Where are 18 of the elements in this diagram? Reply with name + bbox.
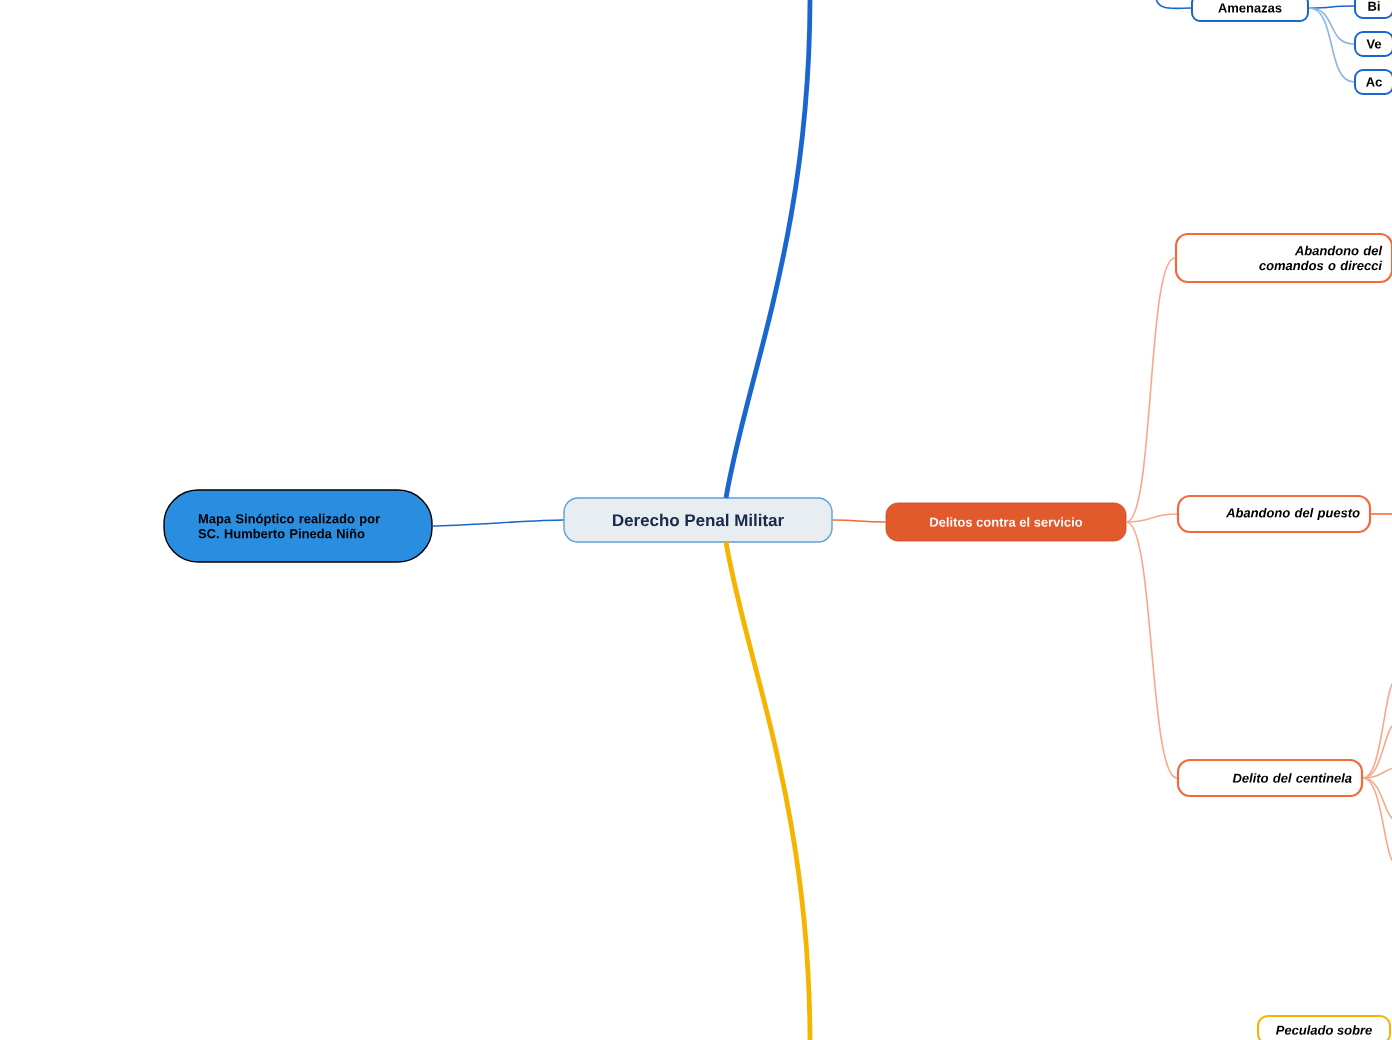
connector-line xyxy=(723,0,813,499)
connector-line xyxy=(431,519,565,527)
connector-line xyxy=(1308,7,1355,45)
connector-line xyxy=(1370,513,1392,515)
connector-line xyxy=(1308,7,1355,83)
connector-line xyxy=(1362,767,1392,779)
connector-line xyxy=(1362,777,1392,821)
connector-line xyxy=(1362,777,1392,865)
central-topic-box: Derecho Penal Militar xyxy=(563,497,833,543)
connector-line xyxy=(1362,723,1392,779)
connector-line xyxy=(1362,679,1392,779)
connector-line xyxy=(1308,5,1355,9)
connector-line xyxy=(1125,257,1176,523)
connector-line xyxy=(1125,513,1178,523)
connector-line xyxy=(1155,0,1192,10)
connector-line xyxy=(723,541,813,1040)
connector-line xyxy=(831,519,887,523)
connector-line xyxy=(1125,521,1178,779)
